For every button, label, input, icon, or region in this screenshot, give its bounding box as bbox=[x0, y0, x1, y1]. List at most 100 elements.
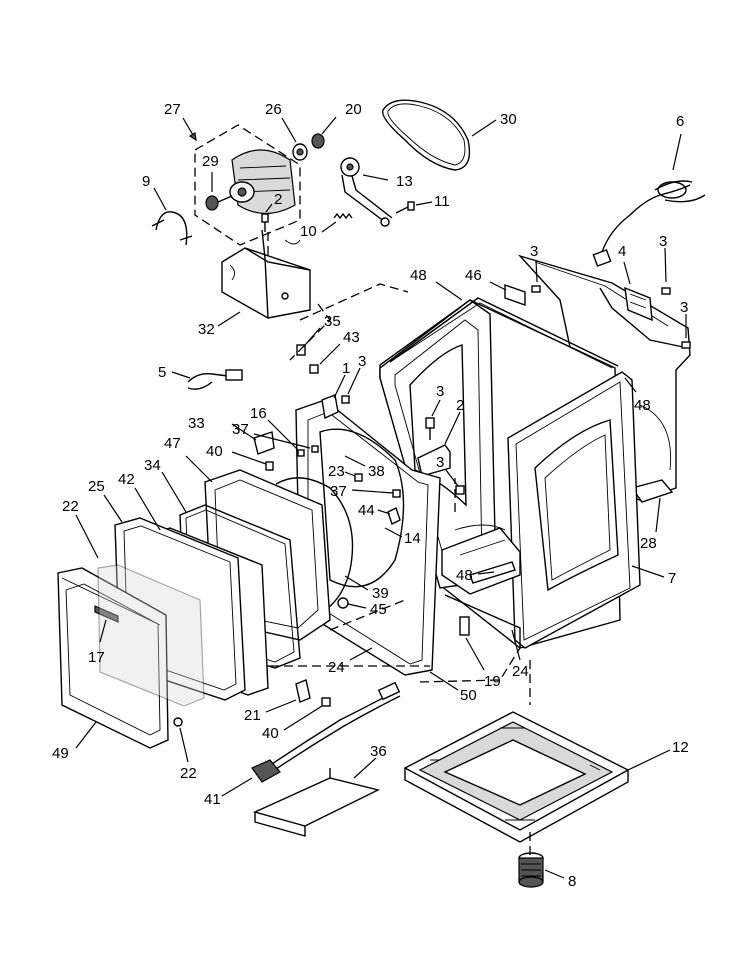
screw-3c bbox=[681, 341, 691, 349]
callout-11: 11 bbox=[434, 193, 450, 210]
motor-pulley-29 bbox=[205, 195, 233, 211]
callout-14: 14 bbox=[404, 530, 421, 547]
callout-8: 8 bbox=[568, 873, 576, 890]
power-cord-6 bbox=[592, 180, 706, 267]
cabinet-7 bbox=[341, 284, 641, 649]
callout-39: 39 bbox=[372, 585, 389, 602]
bracket-1 bbox=[321, 394, 339, 420]
part-23 bbox=[354, 473, 363, 482]
callout-10: 10 bbox=[300, 223, 317, 240]
screw-40a bbox=[265, 461, 274, 471]
callout-17: 17 bbox=[88, 649, 105, 666]
callout-46: 46 bbox=[465, 267, 482, 284]
drive-belt-30 bbox=[381, 99, 471, 171]
callout-labels: 27 26 20 30 6 29 9 13 2 11 10 3 4 3 48 4… bbox=[52, 101, 689, 890]
callout-12: 12 bbox=[672, 739, 689, 756]
callout-26: 26 bbox=[265, 101, 282, 118]
callout-19: 19 bbox=[484, 673, 501, 690]
callout-40: 40 bbox=[206, 443, 223, 460]
sensor-harness bbox=[251, 679, 401, 783]
callout-28: 28 bbox=[640, 535, 657, 552]
callout-3: 3 bbox=[436, 454, 444, 471]
callout-32: 32 bbox=[198, 321, 215, 338]
callout-37: 37 bbox=[232, 421, 249, 438]
screw-3a bbox=[531, 285, 541, 293]
door-assembly bbox=[57, 469, 331, 749]
callout-22: 22 bbox=[62, 498, 79, 515]
callout-29: 29 bbox=[202, 153, 219, 170]
callout-21: 21 bbox=[244, 707, 261, 724]
callout-16: 16 bbox=[250, 405, 267, 422]
bracket-46 bbox=[504, 284, 526, 306]
blower-wheel-20 bbox=[311, 133, 325, 149]
terminal-block-4 bbox=[624, 286, 653, 322]
screw-3e bbox=[425, 417, 435, 440]
leader-lines bbox=[75, 116, 687, 879]
callout-3: 3 bbox=[530, 243, 538, 260]
callout-37: 37 bbox=[330, 483, 347, 500]
lamp-45 bbox=[337, 597, 349, 609]
callout-36: 36 bbox=[370, 743, 387, 760]
alignment-lines bbox=[267, 232, 531, 855]
screw-37b bbox=[392, 489, 401, 498]
door-handle-17 bbox=[94, 605, 119, 623]
callout-40: 40 bbox=[262, 725, 279, 742]
screw-16 bbox=[297, 449, 305, 457]
screw-3f bbox=[455, 485, 465, 495]
callout-48: 48 bbox=[634, 397, 651, 414]
drive-motor bbox=[229, 149, 296, 215]
latch-44 bbox=[387, 507, 401, 525]
callout-27: 27 bbox=[164, 101, 181, 118]
callout-4: 4 bbox=[618, 243, 626, 260]
callout-41: 41 bbox=[204, 791, 221, 808]
motor-coupler-26 bbox=[292, 143, 308, 161]
callout-34: 34 bbox=[144, 457, 161, 474]
callout-3: 3 bbox=[659, 233, 667, 250]
callout-49: 49 bbox=[52, 745, 69, 762]
callout-22: 22 bbox=[180, 765, 197, 782]
callout-44: 44 bbox=[358, 502, 375, 519]
base-frame-12 bbox=[403, 711, 630, 843]
callout-50: 50 bbox=[460, 687, 477, 704]
callout-6: 6 bbox=[676, 113, 684, 130]
callout-2: 2 bbox=[274, 191, 282, 208]
callout-33: 33 bbox=[188, 415, 205, 432]
motor-assembly-group bbox=[151, 124, 415, 319]
callout-43: 43 bbox=[343, 329, 360, 346]
idler-pulley-13 bbox=[340, 157, 393, 227]
motor-clamp-9 bbox=[151, 211, 193, 246]
callout-48: 48 bbox=[456, 567, 473, 584]
callout-47: 47 bbox=[164, 435, 181, 452]
callout-45: 45 bbox=[370, 601, 387, 618]
clip-19 bbox=[459, 616, 470, 636]
door-switch-43 bbox=[309, 364, 319, 374]
motor-mount-bracket-32 bbox=[221, 229, 311, 319]
callout-23: 23 bbox=[328, 463, 345, 480]
callout-35: 35 bbox=[324, 313, 341, 330]
clip-35 bbox=[296, 344, 306, 356]
callout-2: 2 bbox=[456, 397, 464, 414]
screw-2a bbox=[261, 213, 269, 232]
callout-24: 24 bbox=[512, 663, 529, 680]
callout-38: 38 bbox=[368, 463, 385, 480]
callout-5: 5 bbox=[158, 364, 166, 381]
callout-25: 25 bbox=[88, 478, 105, 495]
callout-7: 7 bbox=[668, 570, 676, 587]
callout-3: 3 bbox=[680, 299, 688, 316]
door-stop-22b bbox=[173, 717, 183, 727]
idler-spring-10 bbox=[333, 212, 353, 220]
wire-harness-5 bbox=[187, 369, 243, 390]
screw-11 bbox=[395, 201, 415, 214]
callout-9: 9 bbox=[142, 173, 150, 190]
callout-48: 48 bbox=[410, 267, 427, 284]
callout-3: 3 bbox=[436, 383, 444, 400]
callout-42: 42 bbox=[118, 471, 135, 488]
lint-cover-36 bbox=[252, 768, 381, 837]
leveling-leg-8 bbox=[518, 852, 544, 888]
callout-3: 3 bbox=[358, 353, 366, 370]
callout-13: 13 bbox=[396, 173, 413, 190]
duct-28 bbox=[630, 479, 674, 503]
callout-1: 1 bbox=[342, 360, 350, 377]
callout-24: 24 bbox=[328, 659, 345, 676]
